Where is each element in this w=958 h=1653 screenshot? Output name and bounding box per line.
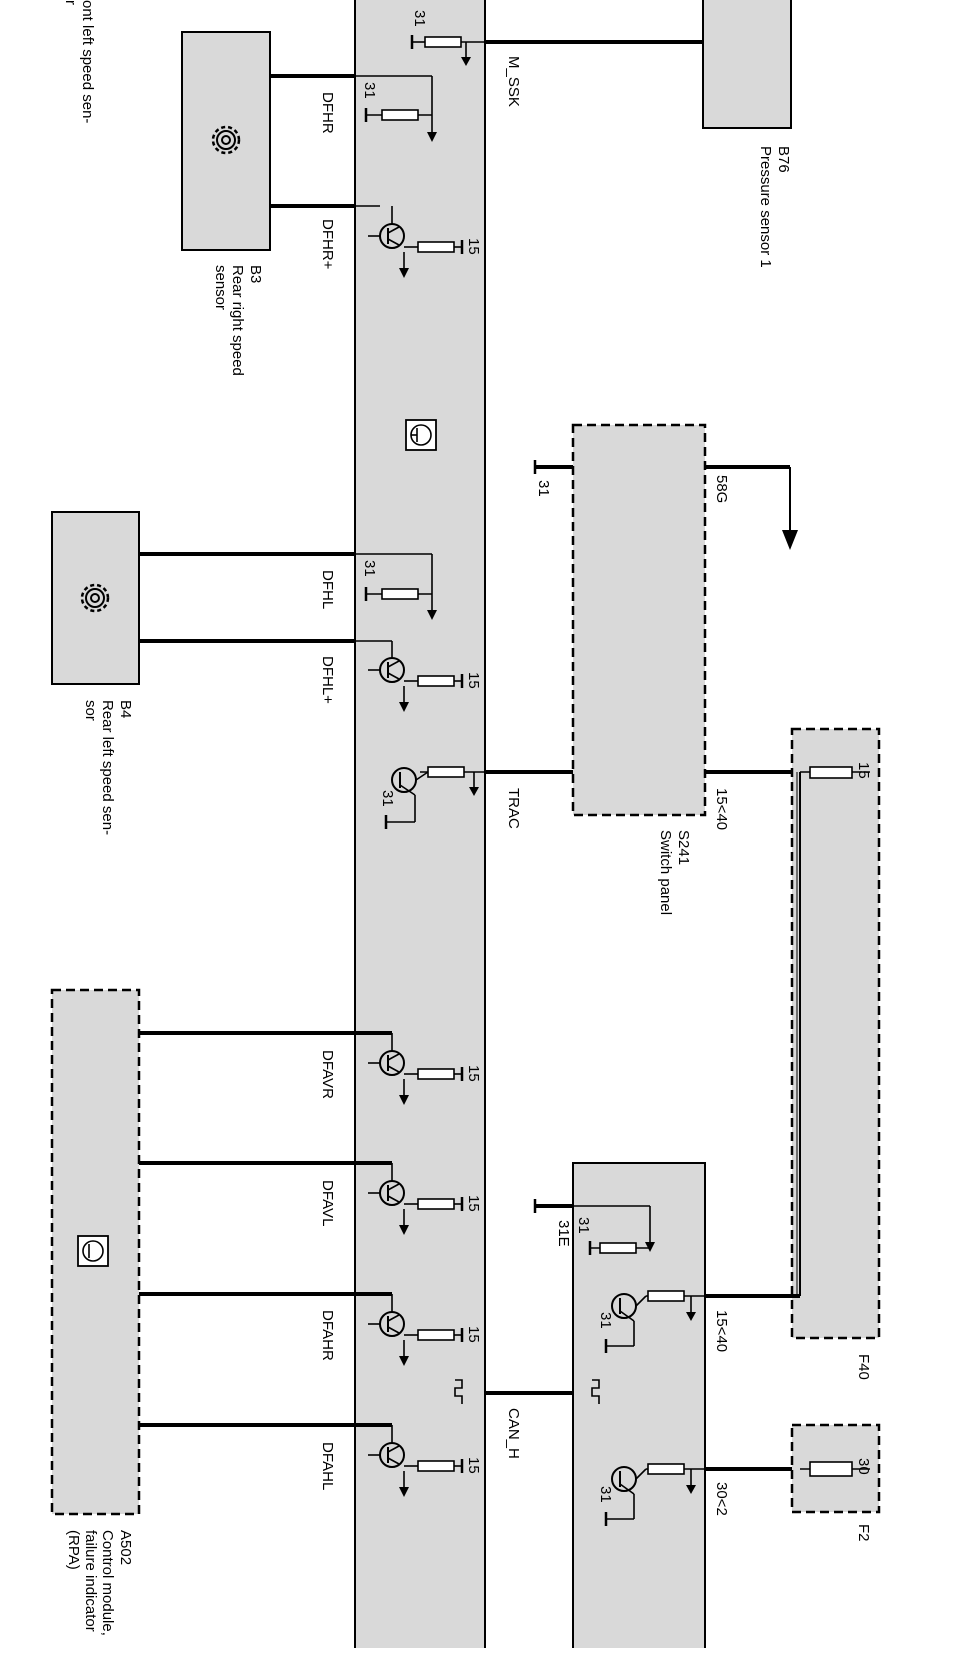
signal-dfhl: DFHL (319, 570, 336, 610)
terminal-15-label: 15 (465, 672, 482, 689)
fuse-30-icon (809, 1461, 853, 1477)
b76-name: Pressure sensor 1 (757, 146, 774, 268)
signal-31e: 31E (555, 1220, 572, 1247)
fuse-15-icon (809, 766, 853, 779)
signal-dfhr: DFHR (319, 92, 336, 134)
b3-id: B3 (247, 265, 264, 284)
signal-dfhl-plus: DFHL+ (319, 656, 336, 704)
terminal-15-label: 15 (855, 762, 872, 779)
signal-30-2: 30<2 (713, 1482, 730, 1516)
signal-15-40-b: 15<40 (713, 1310, 730, 1353)
signal-dfhr-plus: DFHR+ (319, 219, 336, 270)
b4-box (51, 511, 140, 685)
s241-box (571, 423, 707, 817)
terminal-31-label: 31 (535, 480, 552, 497)
terminal-30-label: 30 (855, 1458, 872, 1475)
control-unit-bar (354, 0, 486, 1653)
s241-name: Switch panel (657, 830, 674, 916)
signal-can-h: CAN_H (505, 1408, 522, 1459)
signal-trac: TRAC (505, 788, 522, 829)
b76-id: B76 (775, 146, 792, 173)
terminal-15-label: 15 (465, 1195, 482, 1212)
b-top-partial-label: ont left speed sen- r (62, 0, 96, 124)
terminal-31-label: 31 (597, 1312, 614, 1329)
terminal-31-label: 31 (575, 1217, 592, 1234)
f40-id: F40 (855, 1354, 872, 1380)
output-stages (139, 1031, 464, 1497)
a502-id: A502 (117, 1530, 134, 1566)
terminal-31-label: 31 (361, 82, 378, 99)
b3-box (181, 31, 271, 251)
terminal-15-label: 15 (465, 1065, 482, 1082)
signal-dfavr: DFAVR (319, 1050, 336, 1099)
signal-dfahr: DFAHR (319, 1310, 336, 1361)
s241-id: S241 (675, 830, 692, 866)
can-wave-icon (454, 1379, 463, 1404)
signal-58g: 58G (713, 475, 730, 504)
terminal-31-label: 31 (379, 790, 396, 807)
terminal-15-label: 15 (465, 1326, 482, 1343)
signal-m-ssk: M_SSK (505, 56, 522, 107)
can-module-box (572, 1162, 706, 1653)
terminal-31-label: 31 (411, 10, 428, 27)
b3-name: Rear right speed sensor (212, 265, 246, 376)
b76-box (702, 0, 792, 129)
terminal-31-label: 31 (597, 1486, 614, 1503)
b4-id: B4 (117, 700, 134, 719)
can-wave-icon-2 (591, 1379, 600, 1404)
signal-dfahl: DFAHL (319, 1442, 336, 1491)
signal-dfavl: DFAVL (319, 1180, 336, 1227)
f2-id: F2 (855, 1524, 872, 1542)
b4-name: Rear left speed sen- sor (82, 700, 116, 836)
signal-15-40-a: 15<40 (713, 788, 730, 831)
terminal-15-label: 15 (465, 238, 482, 255)
terminal-15-label: 15 (465, 1457, 482, 1474)
a502-name: Control module, failure indicator (RPA) (65, 1530, 116, 1636)
terminal-31-label: 31 (361, 560, 378, 577)
f40-box (790, 727, 881, 1340)
